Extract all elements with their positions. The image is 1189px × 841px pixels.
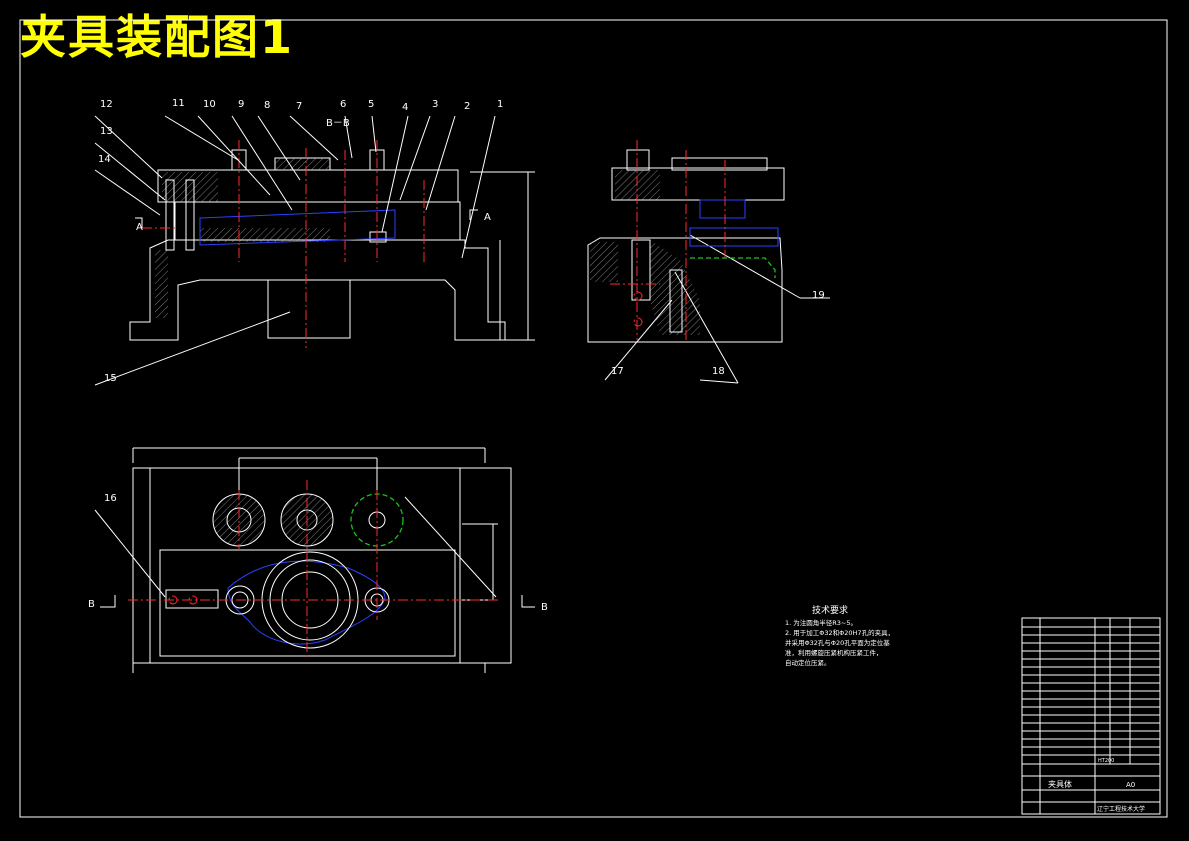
tech-req-title: 技术要求 (811, 606, 848, 616)
drawing-frame (19, 19, 1168, 818)
callout-14: 14 (98, 154, 111, 165)
callout-1: 1 (497, 99, 503, 110)
callout-3: 3 (432, 99, 438, 110)
callout-9: 9 (238, 99, 244, 110)
callout-18: 18 (712, 366, 725, 377)
callout-10: 10 (203, 99, 216, 110)
scale-label: A0 (1126, 781, 1135, 789)
callout-2: 2 (464, 101, 470, 112)
technical-requirements: 技术要求 1. 为注圆角半径R3~5。 2. 用于加工Φ32和Φ20H7孔的夹具… (785, 606, 895, 668)
callout-5: 5 (368, 99, 374, 110)
callout-15: 15 (104, 373, 117, 384)
callout-16: 16 (104, 493, 117, 504)
callout-7: 7 (296, 101, 302, 112)
page-title: 夹具装配图1 (20, 10, 295, 64)
callout-labels: 1 2 3 4 5 6 7 8 9 10 11 12 13 14 15 16 1… (88, 98, 825, 613)
side-view (587, 140, 785, 343)
material-label: HT200 (1098, 758, 1114, 764)
school-name: 辽宁工程技术大学 (1097, 805, 1145, 813)
callout-11: 11 (172, 98, 185, 109)
front-view (129, 140, 535, 348)
top-view (100, 447, 535, 673)
callout-19: 19 (812, 290, 825, 301)
callout-4: 4 (402, 102, 408, 113)
leader-lines (94, 115, 830, 598)
callout-12: 12 (100, 99, 113, 110)
callout-17: 17 (611, 366, 624, 377)
tech-req-line-3: 自动定位压紧。 (785, 659, 831, 667)
section-mark-b-right: B (541, 602, 548, 613)
callout-6: 6 (340, 99, 346, 110)
callout-13: 13 (100, 126, 113, 137)
section-mark-a-left: A (136, 222, 143, 233)
part-name: 夹具体 (1048, 779, 1072, 789)
section-mark-b-left: B (88, 599, 95, 610)
section-mark-a-right: A (484, 212, 491, 223)
section-label: B－B (326, 118, 350, 129)
tech-req-line-2: 2. 用于加工Φ32和Φ20H7孔的夹具，并采用Φ32孔与Φ20孔平面为定位基准… (785, 629, 895, 657)
title-block: HT200 夹具体 A0 辽宁工程技术大学 (1021, 617, 1161, 815)
callout-8: 8 (264, 100, 270, 111)
tech-req-line-1: 1. 为注圆角半径R3~5。 (785, 619, 858, 627)
